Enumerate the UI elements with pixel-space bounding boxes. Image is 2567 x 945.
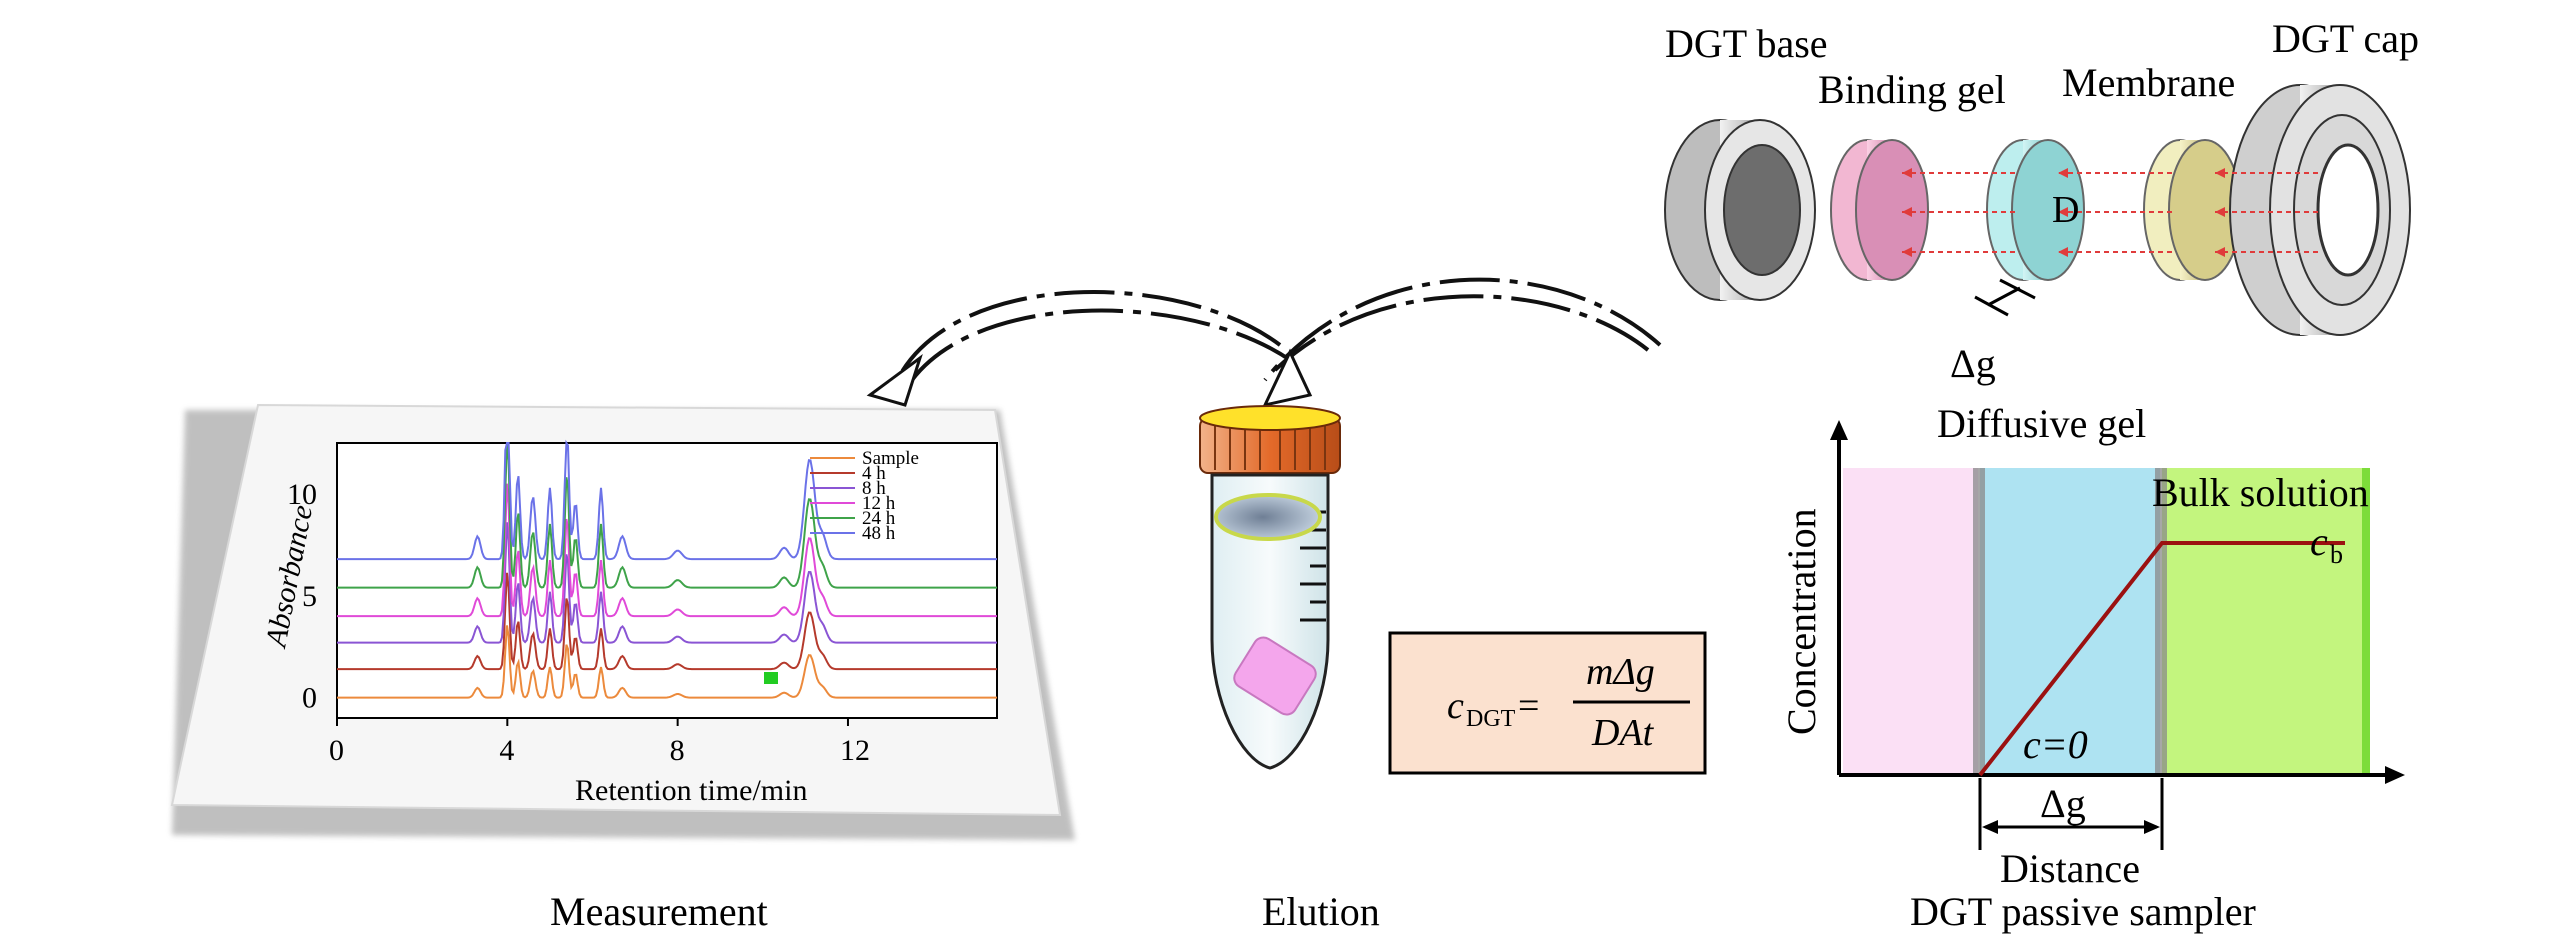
green-marker <box>764 672 778 684</box>
series-line-4 <box>337 442 997 589</box>
label-delta-g: Δg <box>1950 341 1996 386</box>
label-dgt-base: DGT base <box>1665 21 1828 66</box>
legend-label-1: 4 h <box>862 463 886 484</box>
profile-delta-g: Δg <box>2040 781 2086 826</box>
dgt-sampler-assembly: D Δg DGT base Binding gel Membrane DGT c… <box>1664 16 2419 446</box>
arrow-head-measurement <box>866 354 923 407</box>
series-layer <box>337 439 997 699</box>
thickness-bracket <box>1974 278 2036 317</box>
arrow-head-tube <box>1262 348 1313 408</box>
flow-arrows <box>898 277 1662 382</box>
series-line-5 <box>337 439 997 561</box>
legend-label-2: 8 h <box>862 478 886 499</box>
membrane-disc <box>2143 139 2242 281</box>
plot-frame <box>336 442 998 719</box>
binding-gel-in-tube <box>1233 636 1317 716</box>
x-tick-label-2: 8 <box>670 734 685 767</box>
x-tick-label-3: 12 <box>840 734 870 767</box>
formula-lhs: c <box>1447 685 1464 727</box>
delta-g-bracket <box>1978 778 2164 850</box>
arrow-tube-to-measurement-inner <box>910 308 1292 382</box>
series-line-0 <box>337 625 997 699</box>
label-dgt-cap: DGT cap <box>2272 16 2419 61</box>
arrow-sampler-to-tube-outer <box>1263 277 1662 382</box>
series-line-2 <box>337 522 997 644</box>
flux-arrow-heads <box>1902 168 2225 257</box>
x-ticks: 0 4 8 12 <box>329 718 870 767</box>
zone-binding <box>1843 468 1978 774</box>
elution-panel: Elution <box>1199 405 1380 934</box>
dgt-base <box>1664 119 1816 301</box>
formula-box: c DGT = mΔg DAt <box>1388 631 1707 775</box>
x-arrow-head <box>2385 766 2405 784</box>
arrow-sampler-to-tube <box>1273 294 1650 372</box>
label-cb: c <box>2310 519 2328 564</box>
flux-arrows <box>1902 172 2318 253</box>
x-tick-label-1: 4 <box>499 734 514 767</box>
legend-label-4: 24 h <box>862 508 896 529</box>
caption-sampler: DGT passive sampler <box>1910 889 2256 934</box>
caption-measurement: Measurement <box>550 889 768 934</box>
y-arrow-head <box>1830 420 1848 440</box>
concentration-profile: Δg c=0 Bulk solution c b Concentration D… <box>1779 420 2405 891</box>
legend-label-5: 48 h <box>862 523 896 544</box>
y-ticks: 0 5 10 <box>287 478 317 715</box>
series-line-3 <box>337 483 997 618</box>
arrow-tube-to-measurement <box>898 290 1282 376</box>
label-binding-gel: Binding gel <box>1818 67 2006 112</box>
binding-gel-disc <box>1830 139 1929 281</box>
profile-x-label: Distance <box>2000 846 2140 891</box>
label-c-zero: c=0 <box>2023 722 2088 767</box>
y-tick-label-0: 0 <box>302 682 317 715</box>
zone-borders <box>1973 468 2370 774</box>
bracket-right-head <box>2144 820 2160 834</box>
profile-line <box>1978 541 2345 777</box>
zone-diffusive <box>1980 468 2160 774</box>
arrow-heads <box>866 348 1313 408</box>
label-bulk-solution: Bulk solution <box>2152 470 2369 515</box>
x-tick-label-0: 0 <box>329 734 344 767</box>
y-tick-label-1: 5 <box>302 580 317 613</box>
caption-elution: Elution <box>1262 889 1380 934</box>
x-axis-label: Retention time/min <box>575 774 807 807</box>
legend-label-3: 12 h <box>862 493 896 514</box>
formula-numerator: mΔg <box>1586 651 1655 693</box>
cap-top <box>1199 405 1341 431</box>
profile-y-label: Concentration <box>1779 508 1824 735</box>
dgt-cap <box>2229 84 2411 336</box>
legend-label-0: Sample <box>862 448 919 469</box>
formula-lhs-sub: DGT <box>1466 706 1516 732</box>
label-d: D <box>2052 189 2079 231</box>
bracket-left-head <box>1982 820 1998 834</box>
formula-equals: = <box>1518 685 1539 727</box>
zone-bulk <box>2162 468 2367 774</box>
formula-denominator: DAt <box>1591 712 1655 754</box>
series-line-1 <box>337 572 997 671</box>
eluent-disc <box>1214 493 1322 541</box>
label-cb-sub: b <box>2330 540 2343 569</box>
label-membrane: Membrane <box>2062 60 2235 105</box>
y-tick-label-2: 10 <box>287 478 317 511</box>
label-diffusive-gel: Diffusive gel <box>1937 401 2146 446</box>
